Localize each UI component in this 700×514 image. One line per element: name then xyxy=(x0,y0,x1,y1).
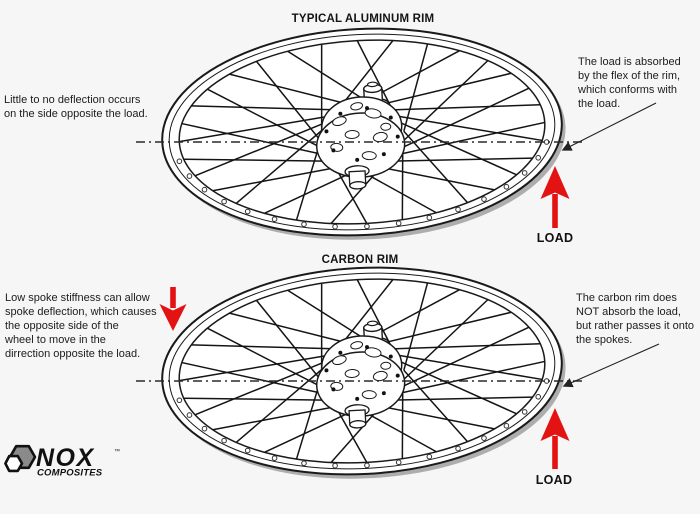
load-arrowhead-bottom xyxy=(540,408,570,441)
load-label-bottom: LOAD xyxy=(535,473,573,487)
note-aluminum-right: The load is absorbed by the flex of the … xyxy=(578,56,681,110)
load-arrow-up-top xyxy=(540,166,570,228)
load-label-top: LOAD xyxy=(536,231,574,245)
logo-sub-text: COMPOSITES xyxy=(37,468,103,479)
logo-brand-text: NOX xyxy=(36,444,95,472)
deflection-arrow-down xyxy=(159,287,187,331)
logo-hexagon-white xyxy=(4,454,24,473)
nox-composites-logo: NOX ™ COMPOSITES xyxy=(4,444,120,479)
deflection-arrowhead xyxy=(159,304,187,331)
note-aluminum-left: Little to no deflection occurs on the si… xyxy=(4,94,148,120)
note-carbon-left: Low spoke stiffness can allow spoke defl… xyxy=(5,292,157,360)
load-arrow-up-bottom xyxy=(540,408,570,469)
logo-trademark: ™ xyxy=(114,448,120,455)
pointer-arrow-top-rim xyxy=(561,102,657,151)
pointer-arrow-bottom-rim xyxy=(562,343,660,388)
load-arrow-shaft-bottom xyxy=(552,436,558,469)
note-carbon-right: The carbon rim does NOT absorb the load,… xyxy=(576,292,695,346)
load-arrow-shaft-top xyxy=(552,194,558,228)
title-aluminum-rim: TYPICAL ALUMINUM RIM xyxy=(291,13,435,25)
load-arrowhead-top xyxy=(540,166,570,199)
deflection-arrow-shaft xyxy=(170,287,176,308)
title-carbon-rim: CARBON RIM xyxy=(321,254,399,266)
